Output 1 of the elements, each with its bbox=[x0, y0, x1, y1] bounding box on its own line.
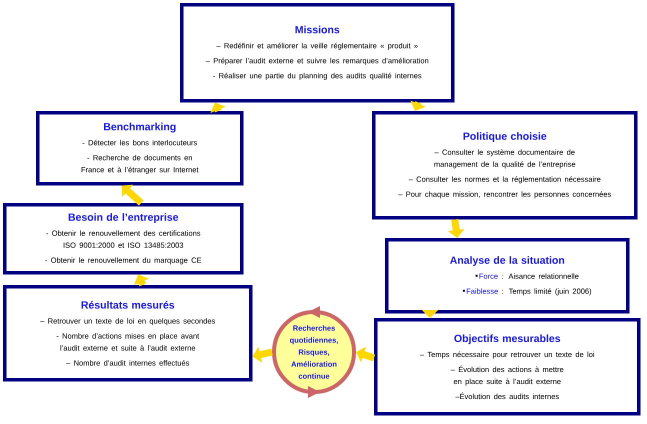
arrow bbox=[122, 184, 144, 206]
